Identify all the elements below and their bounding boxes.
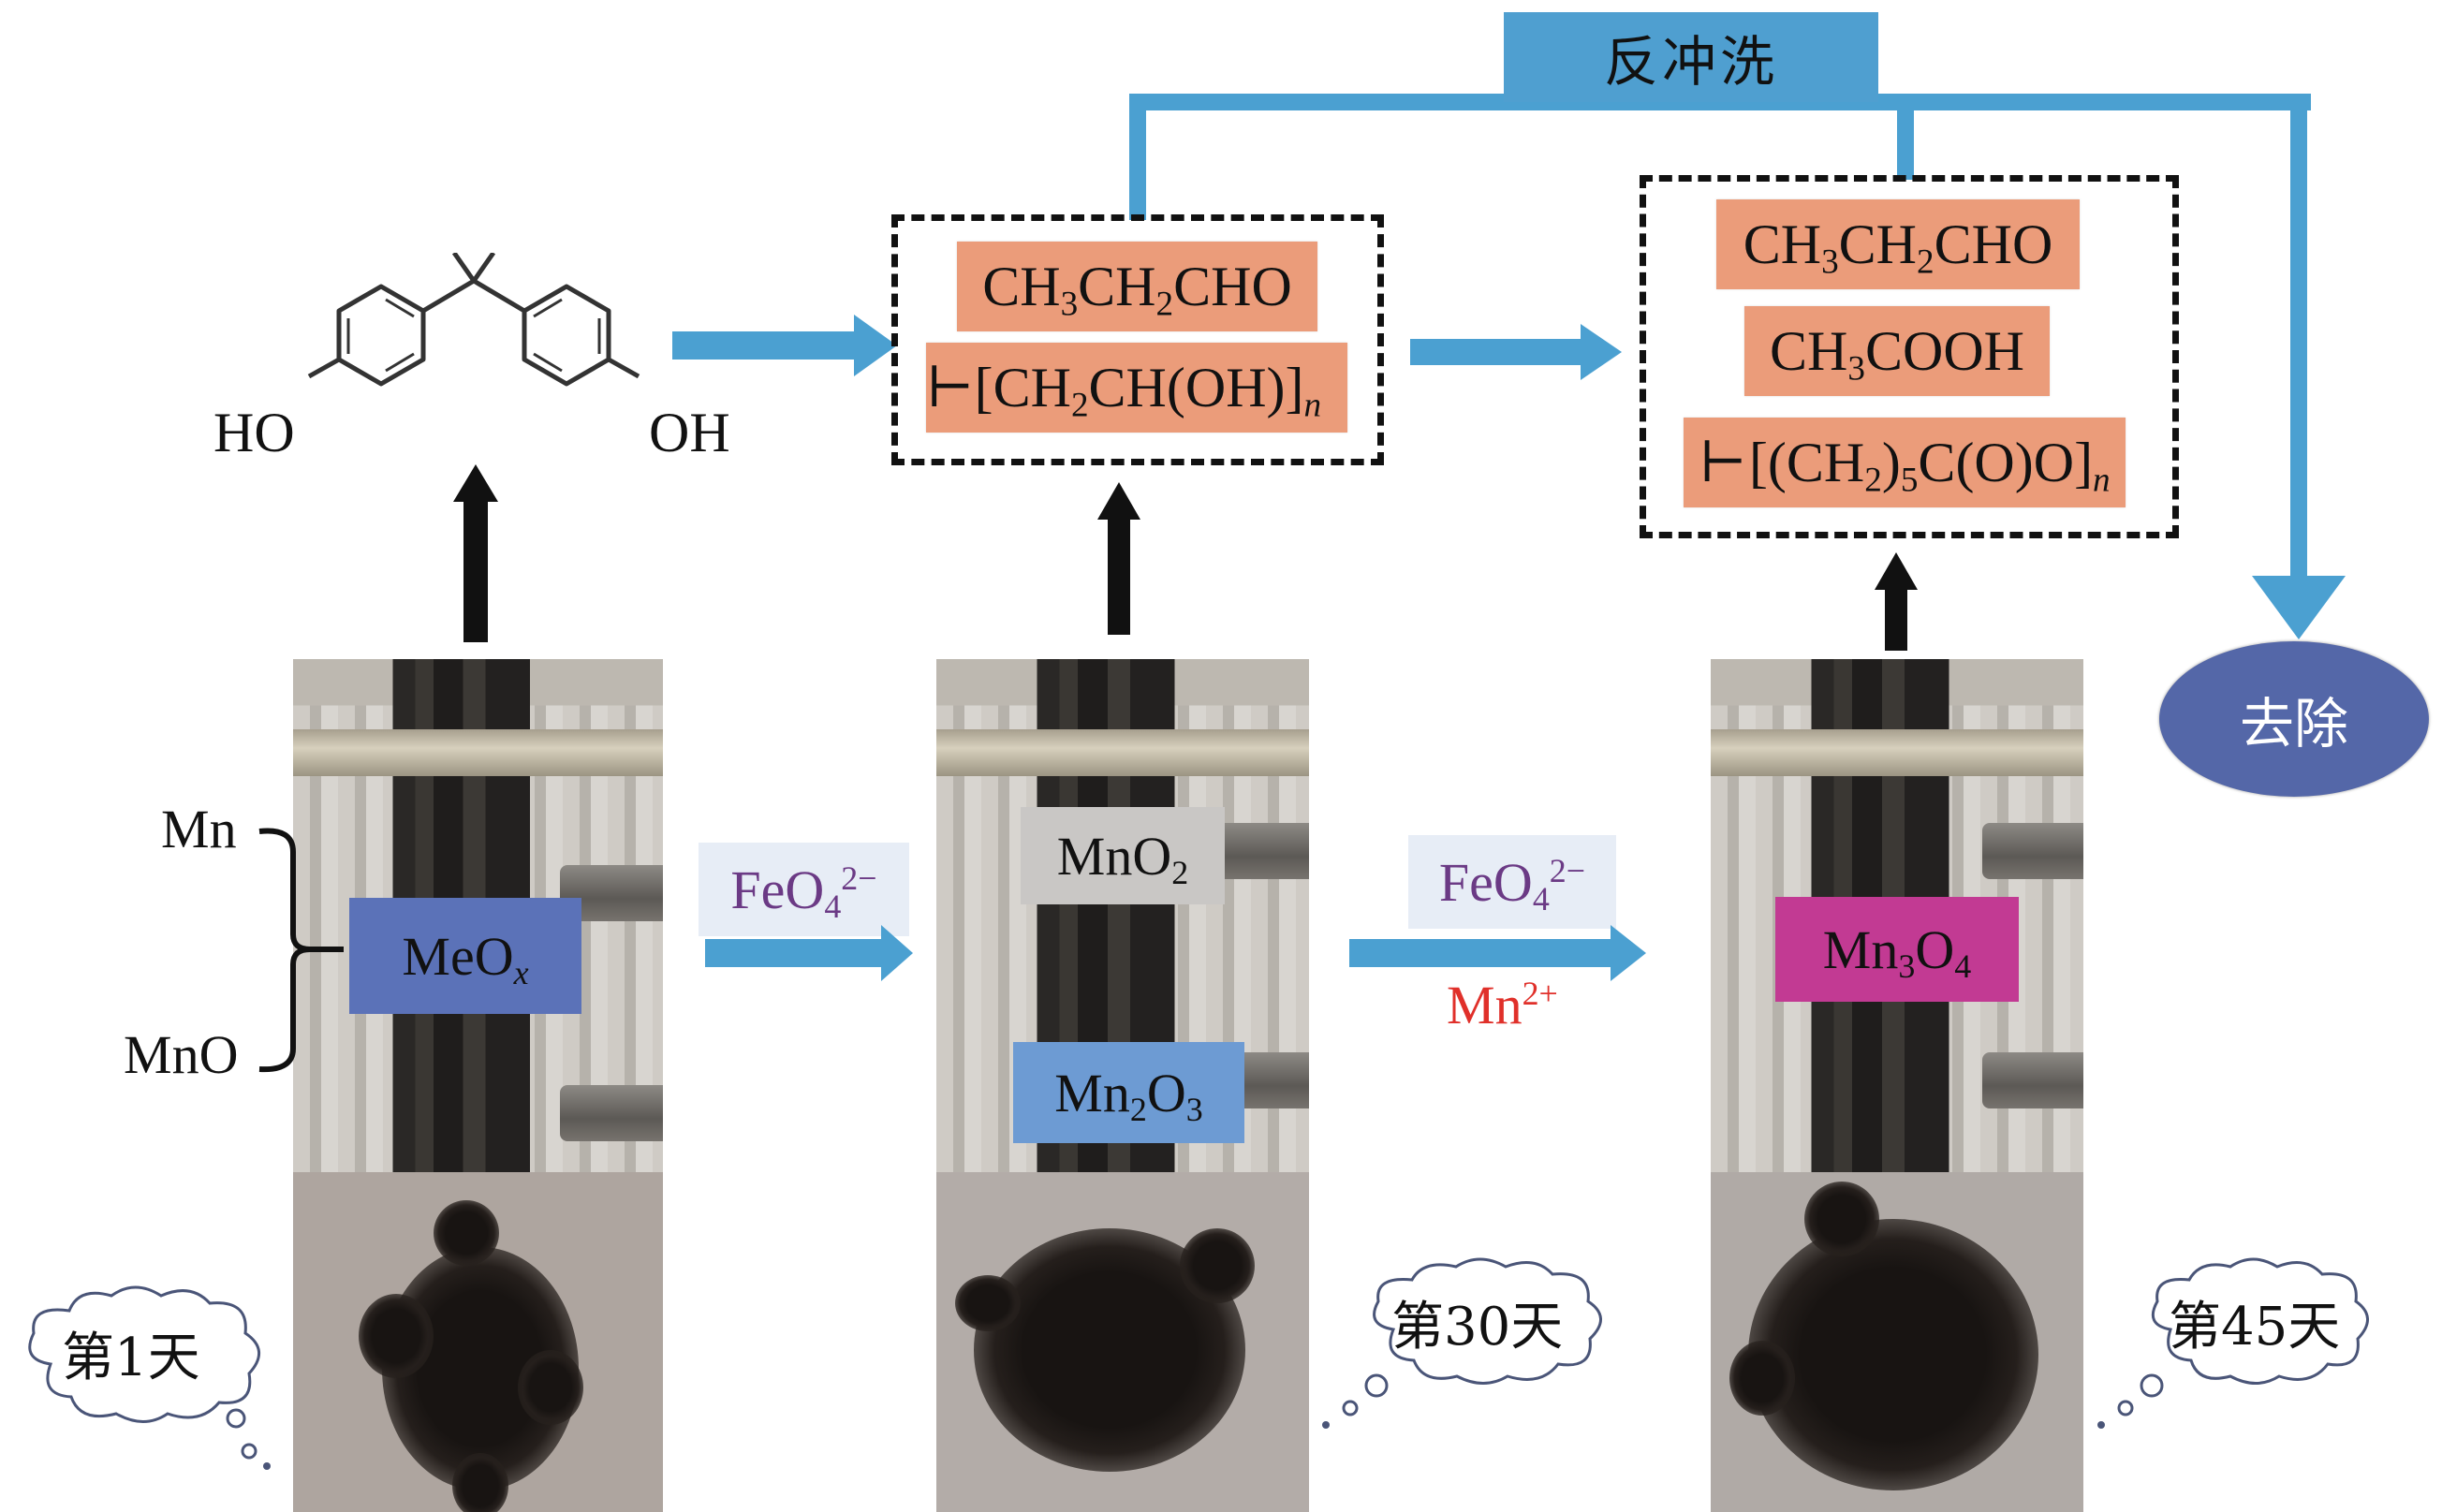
panel1-oxide-meox: MeOx [349,898,581,1014]
bracket-label-mn: Mn [161,799,237,859]
stage2-products-group [1640,175,2179,538]
transition1-reagent-box: FeO42− [699,843,909,936]
removal-line-drop [2290,94,2307,580]
removal-label: 去除 [2239,692,2348,756]
backwash-label: 反冲洗 [1603,30,1778,94]
bpa-oh-label: OH [649,402,730,463]
flow-arrow-stage-shaft [1410,339,1583,365]
flow-arrow-bpa-head-icon [854,315,897,376]
stage2-product-propanal-formula: CH3CH2CHO [1743,213,2053,281]
transition2-coreagent: Mn2+ [1447,974,1558,1036]
removal-ellipse: 去除 [2159,641,2429,797]
transition1-arrow-head-icon [881,925,913,981]
stage1-product-propanal-formula: CH3CH2CHO [982,255,1292,323]
panel2-oxide-bottom-formula: Mn2O3 [1054,1062,1203,1128]
panel2-oxide-top-formula: MnO2 [1056,825,1189,891]
stage2-product-acetic-acid-formula: CH3COOH [1770,319,2024,388]
day45-label: 第45天 [2169,1297,2341,1358]
thought-cloud-day1-icon [28,1285,260,1429]
panel1-photo [293,659,663,1512]
removal-arrowhead-icon [2252,576,2346,639]
thought-cloud-day30-icon [1373,1257,1602,1385]
curly-bracket-icon [258,828,344,1073]
panel3-photo [1711,659,2083,1512]
panel2-oxide-mno2: MnO2 [1021,807,1225,904]
panel2-photo [936,659,1309,1512]
bracket-label-mno: MnO [124,1024,239,1085]
up-arrow-panel3-head-icon [1875,552,1918,590]
transition2-arrow-head-icon [1611,925,1646,981]
stage2-product-acetic-acid: CH3COOH [1744,306,2050,396]
day1-label: 第1天 [62,1328,200,1388]
transition2-arrow-shaft [1349,939,1613,967]
stage1-product-pva-formula: ⊢[CH2CH(OH)]n [926,357,1322,425]
panel1-column-image [293,659,663,1172]
up-arrow-panel1-shaft [463,496,488,642]
backwash-line-left-drop [1129,94,1146,220]
bpa-ho-label: HO [213,402,295,463]
transition2-coreagent-formula: Mn2+ [1447,975,1558,1035]
thought-bubbles-day45-icon [2097,1373,2164,1429]
stage1-product-pva: ⊢[CH2CH(OH)]n [926,343,1347,433]
up-arrow-panel2-shaft [1108,515,1130,635]
up-arrow-panel3-shaft [1885,585,1907,651]
transition1-reagent-formula: FeO42− [730,859,877,925]
flow-arrow-stage-head-icon [1581,324,1622,380]
stage2-product-propanal: CH3CH2CHO [1716,199,2080,289]
backwash-box: 反冲洗 [1504,12,1878,102]
day30-label: 第30天 [1391,1297,1564,1358]
transition2-reagent-formula: FeO42− [1438,851,1586,917]
stage2-product-polycaprolactone-formula: ⊢[(CH2)5C(O)O]n [1699,432,2111,500]
stage2-product-polycaprolactone: ⊢[(CH2)5C(O)O]n [1684,418,2126,507]
panel1-oxide-formula: MeOx [402,925,529,991]
panel3-particles-image [1711,1172,2083,1512]
transition1-arrow-shaft [705,939,883,967]
backwash-line-right-drop [1897,94,1914,180]
up-arrow-panel1-head-icon [453,464,498,502]
backwash-line-horizontal [1129,94,2311,110]
up-arrow-panel2-head-icon [1097,482,1140,520]
stage1-products-group [891,214,1384,465]
panel3-oxide-formula: Mn3O4 [1822,918,1972,985]
stage1-product-propanal: CH3CH2CHO [957,242,1317,331]
thought-bubbles-day30-icon [1322,1373,1389,1429]
panel3-oxide-mn3o4: Mn3O4 [1775,897,2019,1002]
panel2-oxide-mn2o3: Mn2O3 [1013,1042,1244,1143]
thought-bubbles-day1-icon [241,1443,271,1470]
transition2-reagent-box: FeO42− [1408,835,1616,929]
panel2-particles-image [936,1172,1309,1512]
thought-cloud-day45-icon [2151,1257,2369,1385]
flow-arrow-bpa-shaft [672,331,856,360]
panel1-particles-image [293,1172,663,1512]
bisphenol-a-structure-icon [307,253,640,387]
